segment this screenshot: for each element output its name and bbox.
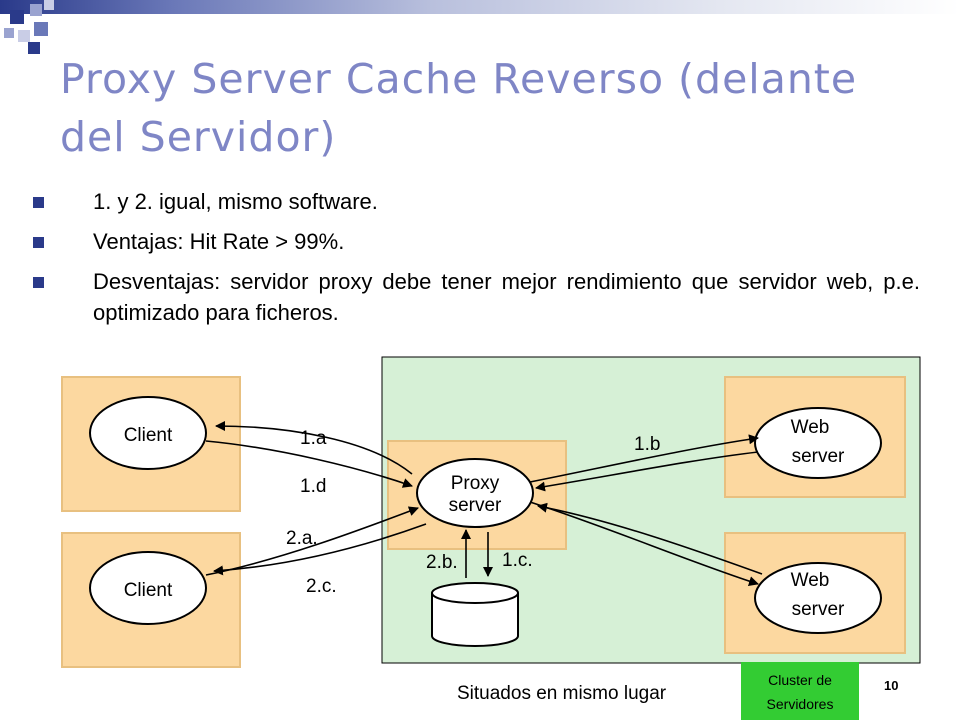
client-node-2: [89, 551, 207, 625]
decor-square: [34, 22, 48, 36]
bullet-text: Desventajas: servidor proxy debe tener m…: [93, 269, 920, 325]
decor-square: [10, 10, 24, 24]
edge-label-1d: 1.d: [300, 476, 326, 497]
cluster-label-line-2: Servidores: [767, 696, 834, 712]
client-label-1: Client: [124, 425, 173, 446]
web-node-2: [754, 562, 882, 634]
bullet-item: 1. y 2. igual, mismo software.: [30, 186, 920, 217]
arrow-2c: [213, 523, 427, 576]
arrow-proxy-web2: [529, 501, 759, 586]
page-title: Proxy Server Cache Reverso (delante del …: [60, 55, 858, 161]
bullet-item: Desventajas: servidor proxy debe tener m…: [30, 266, 920, 328]
bullet-text: 1. y 2. igual, mismo software.: [93, 189, 378, 214]
edge-label-2a: 2.a.: [286, 528, 318, 549]
location-note: Situados en mismo lugar: [457, 683, 667, 704]
header-bar: [0, 0, 960, 14]
decor-square: [18, 30, 30, 42]
decor-square: [28, 42, 40, 54]
bullet-text: Ventajas: Hit Rate > 99%.: [93, 229, 345, 254]
cache-cylinder-top: [431, 582, 519, 604]
arrow-1d: [205, 440, 413, 488]
edge-label-1b: 1.b: [634, 434, 660, 455]
bullet-square-icon: [33, 197, 44, 208]
edge-label-1c: 1.c.: [502, 550, 533, 571]
cluster-label-line-1: Cluster de: [768, 672, 832, 688]
edge-label-1a: 1.a: [300, 428, 327, 449]
page-number: 10: [884, 678, 899, 693]
cluster-badge: [741, 662, 859, 720]
client-label-2: Client: [124, 580, 173, 601]
arrow-1b-out: [529, 434, 759, 483]
web-label-1-line-2: server: [792, 446, 845, 467]
client-node-1: [89, 396, 207, 470]
bullet-list: 1. y 2. igual, mismo software. Ventajas:…: [30, 186, 920, 337]
cache-cylinder: [431, 593, 519, 647]
bullet-square-icon: [33, 277, 44, 288]
web-label-1-line-1: Web: [791, 417, 830, 438]
web-label-2-line-2: server: [792, 599, 845, 620]
proxy-node: [416, 458, 534, 528]
edge-label-2b: 2.b.: [426, 552, 458, 573]
proxy-label-line-1: Proxy: [451, 473, 500, 494]
decor-square: [30, 4, 42, 16]
edge-label-2c: 2.c.: [306, 576, 337, 597]
decor-square: [44, 0, 54, 10]
arrow-1b-back: [535, 451, 759, 492]
bullet-square-icon: [33, 237, 44, 248]
arrow-1a: [215, 421, 413, 475]
web-label-2-line-1: Web: [791, 570, 830, 591]
decor-square: [4, 28, 14, 38]
proxy-label-line-2: server: [449, 495, 502, 516]
bullet-item: Ventajas: Hit Rate > 99%.: [30, 226, 920, 257]
arrow-web2-proxy: [537, 502, 763, 575]
